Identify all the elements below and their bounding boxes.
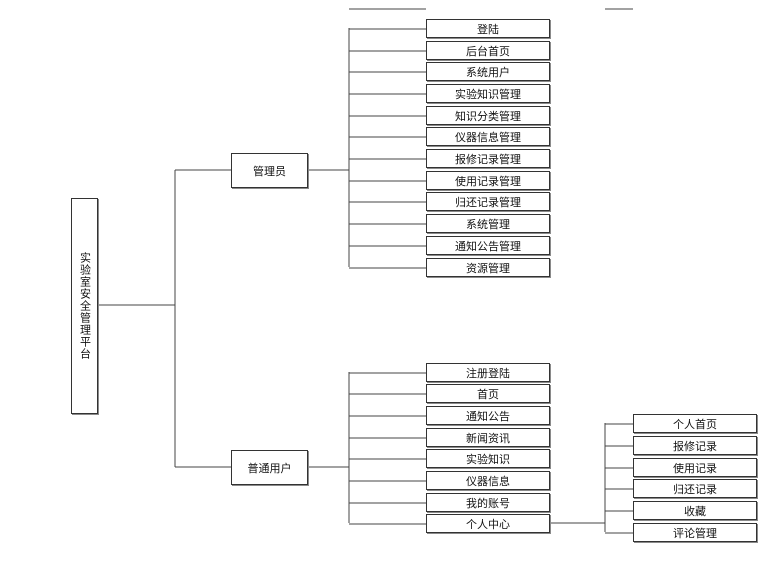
center-item-label: 报修记录 <box>673 439 717 453</box>
admin-item-system-users: 系统用户 <box>426 62 550 81</box>
admin-item-label: 资源管理 <box>466 261 510 275</box>
center-item-label: 评论管理 <box>673 526 717 540</box>
admin-item-label: 报修记录管理 <box>455 152 521 166</box>
admin-item-notice-mgmt: 通知公告管理 <box>426 236 550 255</box>
admin-item-category-mgmt: 知识分类管理 <box>426 106 550 125</box>
admin-item-return-mgmt: 归还记录管理 <box>426 192 550 211</box>
user-item-register-login: 注册登陆 <box>426 363 550 382</box>
admin-item-label: 实验知识管理 <box>455 87 521 101</box>
admin-item-label: 系统用户 <box>466 65 510 79</box>
admin-item-label: 通知公告管理 <box>455 239 521 253</box>
user-label: 普通用户 <box>247 461 292 475</box>
admin-item-label: 仪器信息管理 <box>455 130 521 144</box>
center-item-label: 个人首页 <box>673 417 717 431</box>
user-item-label: 我的账号 <box>466 496 510 510</box>
user-item-my-account: 我的账号 <box>426 493 550 512</box>
admin-item-label: 登陆 <box>477 22 499 36</box>
center-item-usage: 使用记录 <box>633 458 757 477</box>
user-item-notice: 通知公告 <box>426 406 550 425</box>
admin-item-knowledge-mgmt: 实验知识管理 <box>426 84 550 103</box>
center-item-label: 归还记录 <box>673 482 717 496</box>
center-item-return: 归还记录 <box>633 479 757 498</box>
user-item-personal-center: 个人中心 <box>426 514 550 533</box>
admin-item-instrument-mgmt: 仪器信息管理 <box>426 127 550 146</box>
user-item-label: 新闻资讯 <box>466 431 510 445</box>
user-item-label: 实验知识 <box>466 452 510 466</box>
admin-item-backend-home: 后台首页 <box>426 41 550 60</box>
admin-item-label: 归还记录管理 <box>455 195 521 209</box>
user-item-news: 新闻资讯 <box>426 428 550 447</box>
user-item-label: 注册登陆 <box>466 366 510 380</box>
center-item-comments: 评论管理 <box>633 523 757 542</box>
admin-item-label: 系统管理 <box>466 217 510 231</box>
admin-node: 管理员 <box>231 153 308 188</box>
admin-item-label: 后台首页 <box>466 44 510 58</box>
admin-item-system-mgmt: 系统管理 <box>426 214 550 233</box>
center-item-favorites: 收藏 <box>633 501 757 520</box>
user-item-home: 首页 <box>426 384 550 403</box>
user-item-instrument: 仪器信息 <box>426 471 550 490</box>
admin-label: 管理员 <box>253 164 286 178</box>
user-item-label: 个人中心 <box>466 517 510 531</box>
admin-item-resource-mgmt: 资源管理 <box>426 258 550 277</box>
admin-item-login: 登陆 <box>426 19 550 38</box>
admin-item-label: 使用记录管理 <box>455 174 521 188</box>
center-item-label: 收藏 <box>684 504 706 518</box>
root-node: 实验室安全管理平台 <box>71 198 98 414</box>
admin-item-usage-mgmt: 使用记录管理 <box>426 171 550 190</box>
user-item-label: 通知公告 <box>466 409 510 423</box>
admin-item-repair-mgmt: 报修记录管理 <box>426 149 550 168</box>
user-item-knowledge: 实验知识 <box>426 449 550 468</box>
center-item-personal-home: 个人首页 <box>633 414 757 433</box>
user-item-label: 首页 <box>477 387 499 401</box>
user-node: 普通用户 <box>231 450 308 485</box>
admin-item-label: 知识分类管理 <box>455 109 521 123</box>
center-item-label: 使用记录 <box>673 461 717 475</box>
user-item-label: 仪器信息 <box>466 474 510 488</box>
root-label: 实验室安全管理平台 <box>78 252 92 360</box>
center-item-repair: 报修记录 <box>633 436 757 455</box>
